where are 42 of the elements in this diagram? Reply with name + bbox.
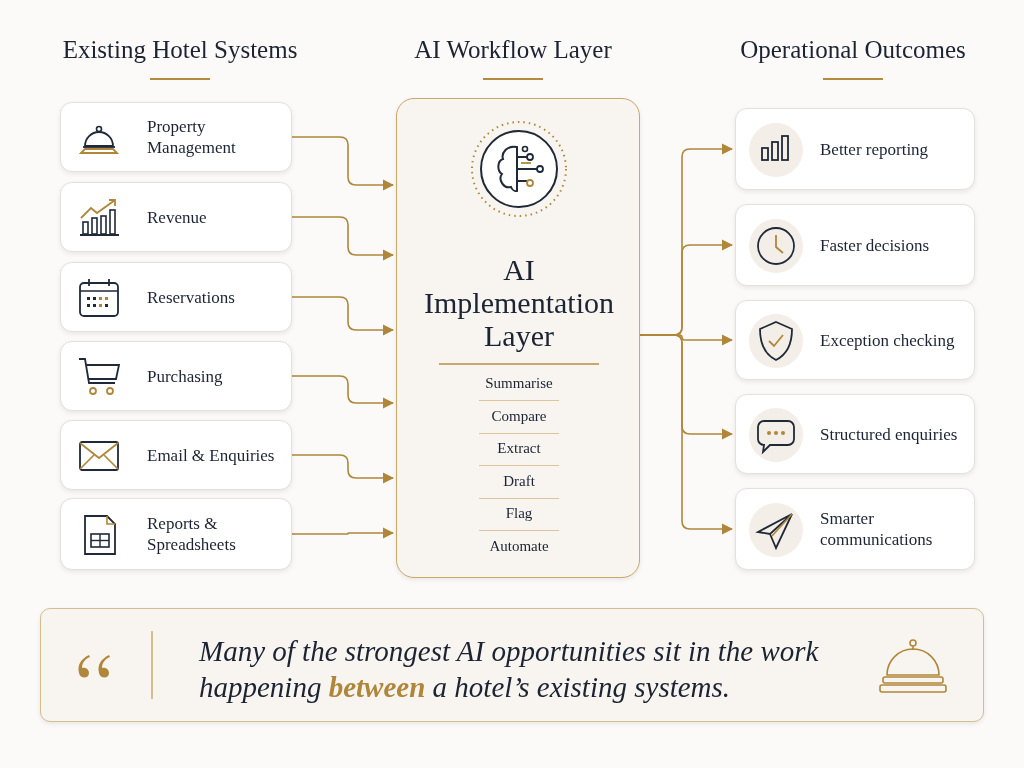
- column-heading: Operational Outcomes: [739, 36, 967, 64]
- system-card: [60, 262, 292, 332]
- system-card: [60, 420, 292, 490]
- card-label: Property Management: [147, 116, 237, 159]
- quote-panel: [40, 608, 984, 722]
- layer-title: AI Implementation Layer: [423, 253, 615, 352]
- arrow: [291, 527, 395, 539]
- capability-item: Automate: [488, 536, 550, 556]
- card-label: Smarter communications: [820, 508, 934, 551]
- outcome-card: [735, 488, 975, 570]
- arrow: [291, 296, 395, 336]
- system-card: [60, 341, 292, 411]
- quote-text: Many of the strongest AI opportunities sit in the work happening between a hotel’s existing systems.: [199, 634, 820, 705]
- capability-item: Compare: [490, 406, 548, 426]
- capability-item: Summarise: [484, 374, 554, 393]
- arrow: [291, 216, 395, 261]
- arrow: [291, 136, 395, 191]
- capability-item: Draft: [502, 471, 536, 491]
- system-card: [60, 498, 292, 570]
- card-label: Faster decisions: [820, 234, 931, 257]
- capability-item: Extract: [496, 439, 542, 458]
- card-label: Reservations: [147, 286, 236, 309]
- arrow: [291, 454, 395, 484]
- arrow: [291, 375, 395, 409]
- layer-panel: [396, 98, 640, 578]
- system-card: [60, 182, 292, 252]
- column-heading: AI Workflow Layer: [413, 36, 613, 64]
- capability-item: Flag: [504, 504, 534, 523]
- card-label: Revenue: [147, 206, 208, 229]
- outcome-card: [735, 108, 975, 190]
- card-label: Better reporting: [820, 138, 930, 161]
- outcome-card: [735, 394, 975, 474]
- card-label: Email & Enquiries: [147, 444, 276, 467]
- arrow: [639, 334, 734, 535]
- card-label: Exception checking: [820, 329, 956, 352]
- outcome-card: [735, 300, 975, 380]
- system-card: [60, 102, 292, 172]
- card-label: Purchasing: [147, 365, 224, 388]
- card-label: Reports & Spreadsheets: [147, 513, 237, 556]
- outcome-card: [735, 204, 975, 286]
- card-label: Structured enquiries: [820, 423, 959, 446]
- column-heading: Existing Hotel Systems: [61, 36, 299, 64]
